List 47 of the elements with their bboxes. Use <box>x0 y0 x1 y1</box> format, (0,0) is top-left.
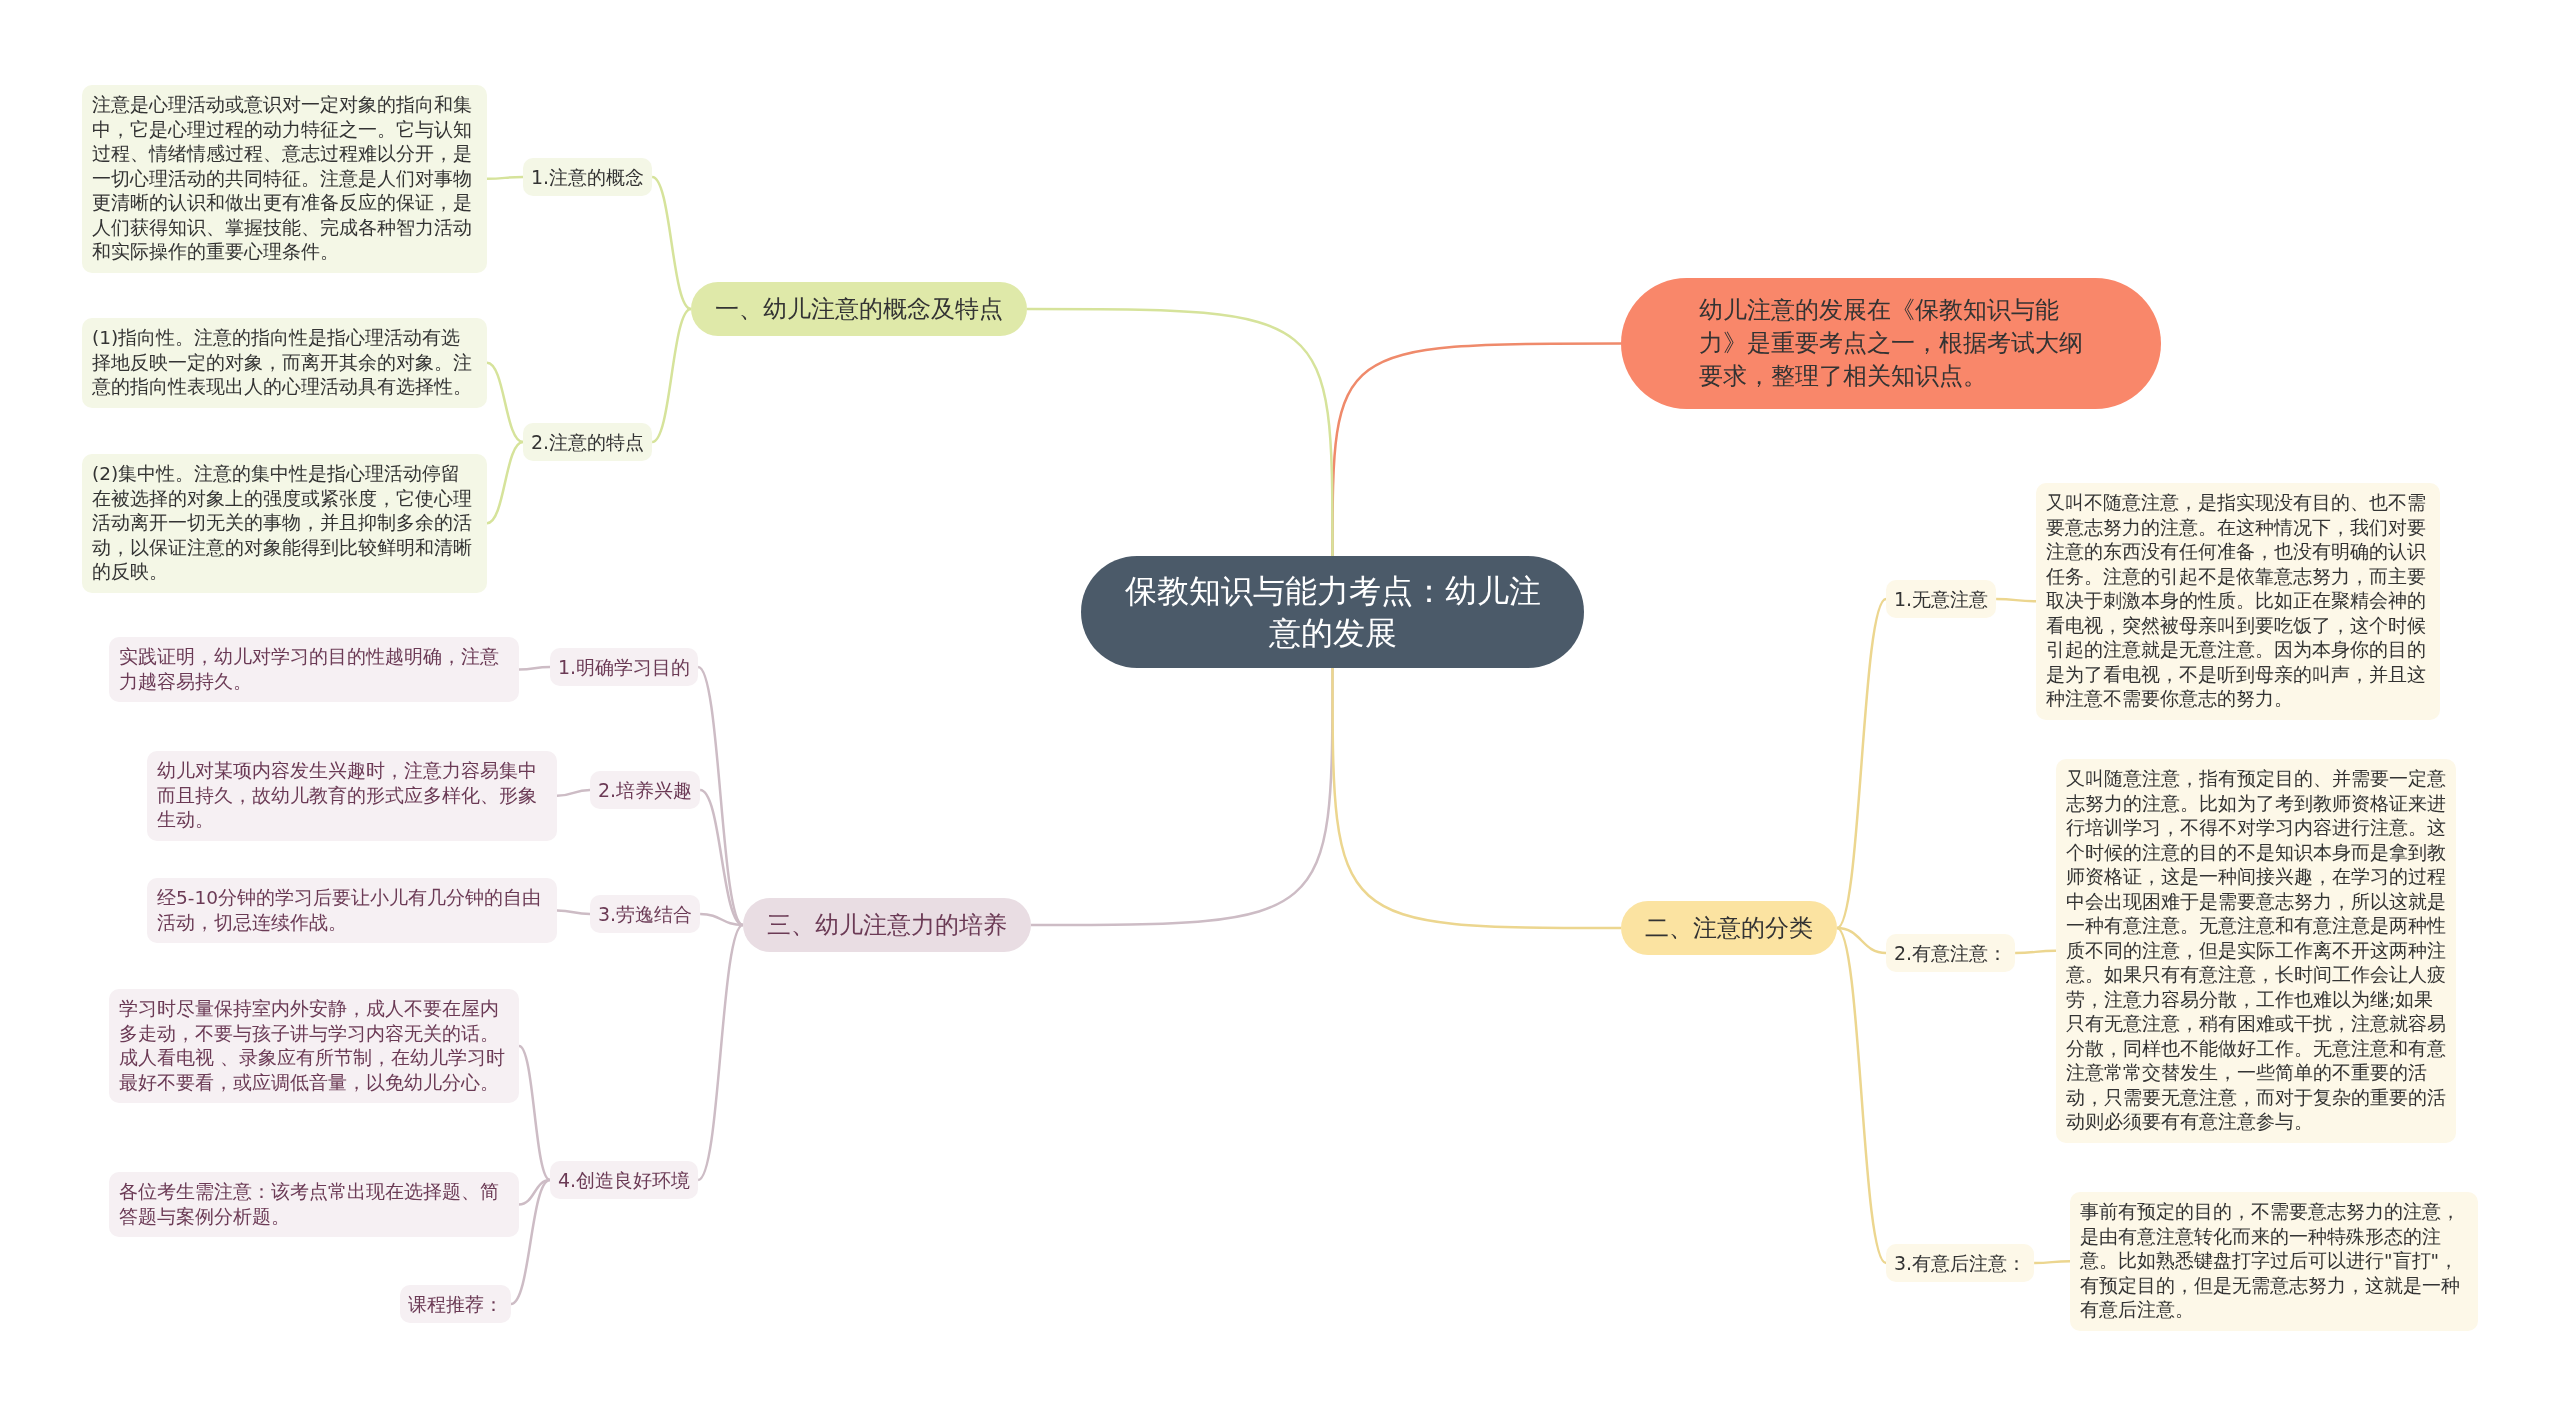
subtopic-label: 2.有意注意： <box>1886 934 2016 972</box>
note-card: 又叫不随意注意，是指实现没有目的、也不需要意志努力的注意。在这种情况下，我们对要注意的东西没有任何准备，也没有明确的认识任务。注意的引起不是依靠意志努力，而主要取决于刺激本身的性质。比如正在聚精会神的看电视，突然被母亲叫到要吃饭了，这个时候引起的注意就是无意注意。因为本身你的目的是为了看电视，不是听到母亲的叫声，并且这种注意不需要你意志的努力。 <box>2036 483 2440 720</box>
connector <box>486 440 524 525</box>
note-card: 经5-10分钟的学习后要让小儿有几分钟的自由活动，切忌连续作战。 <box>147 878 557 943</box>
connector <box>1836 926 1887 955</box>
intro-bubble: 幼儿注意的发展在《保教知识与能力》是重要考点之一，根据考试大纲要求，整理了相关知识点。 <box>1621 278 2161 409</box>
subtopic-label: 2.培养兴趣 <box>590 771 701 809</box>
connector <box>1331 668 1621 930</box>
connector <box>556 788 591 797</box>
subtopic-label: 课程推荐： <box>400 1285 511 1323</box>
subtopic-label: 2.注意的特点 <box>523 423 653 461</box>
connector <box>1836 598 1887 929</box>
connector <box>556 909 591 916</box>
note-card: 各位考生需注意：该考点常出现在选择题、简答题与案例分析题。 <box>109 1172 519 1237</box>
connector <box>2034 1260 2070 1265</box>
connector <box>651 307 692 444</box>
connector <box>697 666 744 926</box>
note-card: (1)指向性。注意的指向性是指心理活动有选择地反映一定的对象，而离开其余的对象。注意的指向性表现出人的心理活动具有选择性。 <box>82 318 487 408</box>
branch-topic: 二、注意的分类 <box>1621 901 1837 955</box>
connector <box>2015 949 2056 955</box>
connector <box>699 788 744 927</box>
note-card: 幼儿对某项内容发生兴趣时，注意力容易集中而且持久，故幼儿教育的形式应多样化、形象生动。 <box>147 751 557 841</box>
connector <box>1836 927 1887 1264</box>
connector <box>1996 597 2036 603</box>
central-topic: 保教知识与能力考点：幼儿注意的发展 <box>1081 556 1584 668</box>
connector <box>487 175 523 180</box>
subtopic-label: 4.创造良好环境 <box>550 1161 699 1199</box>
subtopic-label: 3.劳逸结合 <box>590 895 701 933</box>
subtopic-label: 1.注意的概念 <box>523 158 653 196</box>
connector <box>518 1045 551 1181</box>
note-card: 事前有预定的目的，不需要意志努力的注意，是由有意注意转化而来的一种特殊形态的注意。比如熟悉键盘打字过后可以进行"盲打"，有预定目的，但是无需意志努力，这就是一种有意后注意。 <box>2070 1192 2478 1331</box>
connector <box>519 665 550 671</box>
connector <box>697 924 744 1181</box>
connector <box>486 361 524 444</box>
note-card: 学习时尽量保持室内外安静，成人不要在屋内多走动，不要与孩子讲与学习内容无关的话。成人看电视 、录象应有所节制，在幼儿学习时最好不要看，或应调低音量，以免幼儿分心。 <box>109 989 519 1103</box>
subtopic-label: 1.无意注意 <box>1886 580 1997 618</box>
branch-topic: 三、幼儿注意力的培养 <box>743 898 1031 952</box>
connector <box>651 175 692 311</box>
note-card: 注意是心理活动或意识对一定对象的指向和集中，它是心理过程的动力特征之一。它与认知过程、情绪情感过程、意志过程难以分开，是一切心理活动的共同特征。注意是人们对事物更清晰的认识和做出更有准备反应的保证，是人们获得知识、掌握技能、完成各种智力活动和实际操作的重要心理条件。 <box>82 85 487 273</box>
note-card: (2)集中性。注意的集中性是指心理活动停留在被选择的对象上的强度或紧张度，它使心理活动离开一切无关的事物，并且抑制多余的活动，以保证注意的对象能得到比较鲜明和清晰的反映。 <box>82 454 487 593</box>
subtopic-label: 3.有意后注意： <box>1886 1244 2035 1282</box>
connector <box>510 1178 551 1306</box>
connector <box>1027 307 1334 556</box>
branch-topic: 一、幼儿注意的概念及特点 <box>691 282 1027 336</box>
note-card: 又叫随意注意，指有预定目的、并需要一定意志努力的注意。比如为了考到教师资格证来进行培训学习，不得不对学习内容进行注意。这个时候的注意的目的不是知识本身而是拿到教师资格证，这是一种间接兴趣，在学习的过程中会出现困难于是需要意志努力，所以这就是一种有意注意。无意注意和有意注意是两种性质不同的注意，但是实际工作离不开这两种注意。如果只有有意注意，长时间工作会让人疲劳，注意力容易分散，工作也难以为继;如果只有无意注意，稍有困难或干扰，注意就容易分散，同样也不能做好工作。无意注意和有意注意常常交替发生，一些简单的不重要的活动，只需要无意注意，而对于复杂的重要的活动则必须要有有意注意参与。 <box>2056 759 2456 1143</box>
subtopic-label: 1.明确学习目的 <box>550 648 699 686</box>
note-card: 实践证明，幼儿对学习的目的性越明确，注意力越容易持久。 <box>109 637 519 702</box>
